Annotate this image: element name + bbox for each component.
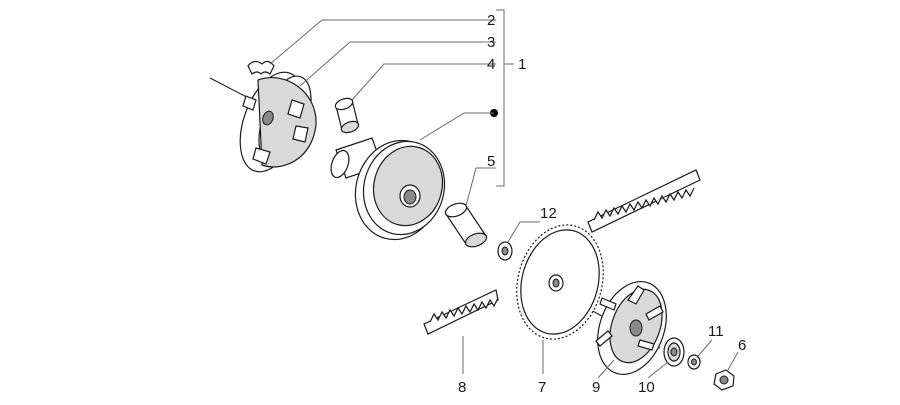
nut-6 bbox=[713, 369, 735, 391]
belt-upper bbox=[587, 169, 701, 233]
assembly-bracket bbox=[496, 9, 505, 187]
callout-2: 2 bbox=[487, 12, 495, 29]
ring-gear bbox=[516, 224, 604, 340]
fan-pulley-half bbox=[595, 280, 667, 376]
leader-10 bbox=[647, 361, 669, 379]
moveable-pulley-half bbox=[354, 139, 446, 241]
leader-3 bbox=[299, 41, 496, 87]
callout-12: 12 bbox=[540, 205, 557, 222]
leader-5 bbox=[465, 167, 496, 207]
washer-12 bbox=[497, 241, 513, 261]
clip bbox=[247, 60, 275, 75]
leader-4 bbox=[351, 63, 496, 101]
callout-7: 7 bbox=[538, 379, 546, 396]
bush bbox=[334, 97, 360, 134]
sleeve bbox=[444, 202, 488, 248]
callout-8: 8 bbox=[458, 379, 466, 396]
callout-6: 6 bbox=[738, 337, 746, 354]
leader-12 bbox=[507, 221, 540, 243]
hub-nut bbox=[663, 337, 685, 367]
leader-11 bbox=[697, 339, 713, 357]
callout-1: 1 bbox=[518, 56, 526, 73]
leader-6 bbox=[727, 351, 739, 371]
leader-group bbox=[419, 112, 494, 141]
leader-9 bbox=[597, 359, 615, 379]
belt-lower bbox=[423, 289, 499, 335]
washer-11 bbox=[687, 354, 701, 370]
callout-9: 9 bbox=[592, 379, 600, 396]
callout-11: 11 bbox=[708, 323, 724, 340]
callout-10: 10 bbox=[638, 379, 655, 396]
leader-2 bbox=[269, 19, 496, 65]
callout-5: 5 bbox=[487, 153, 495, 170]
front-pulley-half bbox=[239, 71, 317, 173]
callout-4: 4 bbox=[487, 56, 495, 73]
callout-3: 3 bbox=[487, 34, 495, 51]
